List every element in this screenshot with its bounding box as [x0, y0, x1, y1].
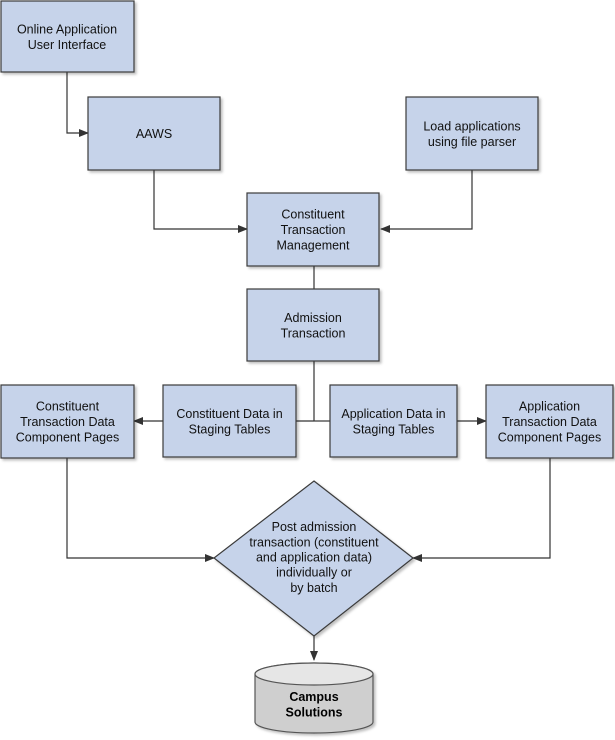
label-line: Transaction Data	[20, 415, 115, 429]
label-line: Constituent	[281, 208, 345, 222]
label-line: Transaction Data	[502, 415, 597, 429]
label-line: and application data)	[256, 551, 372, 565]
box-shape	[0, 0, 135, 73]
arrow-application-pages-to-post	[412, 458, 551, 562]
label-line: Staging Tables	[189, 422, 271, 436]
aaws-box: AAWS	[87, 96, 221, 171]
label-line: Post admission	[272, 520, 357, 534]
box-shape	[246, 192, 380, 267]
label-line: Online Application	[17, 22, 117, 36]
label-line: Transaction	[281, 326, 346, 340]
decision-shape	[213, 480, 414, 637]
label-line: Management	[277, 239, 350, 253]
box-shape	[0, 384, 135, 459]
box-shape	[87, 96, 221, 171]
label-line: AAWS	[136, 127, 172, 141]
arrow-aaws-to-ctm	[153, 170, 248, 233]
database-top	[254, 662, 374, 686]
label-line: using file parser	[428, 135, 516, 149]
box-shape	[246, 288, 380, 362]
arrow-online-ui-to-aaws	[66, 72, 89, 137]
connectors	[66, 72, 551, 661]
label-line: Campus	[289, 690, 338, 704]
label-line: Load applications	[423, 119, 520, 133]
label-line: by batch	[290, 581, 337, 595]
label-line: Solutions	[286, 705, 343, 719]
arrow-file-parser-to-ctm	[380, 170, 473, 233]
label-line: Application Data in	[341, 407, 445, 421]
box-label: Load applications using file parser	[423, 119, 520, 149]
box-shape	[162, 384, 297, 458]
label-line: Application	[519, 400, 580, 414]
label-line: individually or	[276, 566, 352, 580]
box-label: AAWS	[136, 127, 172, 141]
label-line: Constituent	[36, 400, 100, 414]
label-line: transaction (constituent	[249, 535, 379, 549]
arrow-constituent-pages-to-post	[66, 458, 215, 562]
label-line: Component Pages	[16, 431, 120, 445]
label-line: Constituent Data in	[176, 407, 282, 421]
label-line: Admission	[284, 311, 342, 325]
box-shape	[405, 96, 539, 171]
label-line: Transaction	[281, 223, 346, 237]
label-line: User Interface	[28, 38, 107, 52]
label-line: Component Pages	[498, 431, 602, 445]
file-parser-box: Load applications using file parser	[405, 96, 539, 171]
label-line: Staging Tables	[353, 422, 435, 436]
box-shape	[485, 384, 614, 459]
box-shape	[329, 384, 458, 458]
